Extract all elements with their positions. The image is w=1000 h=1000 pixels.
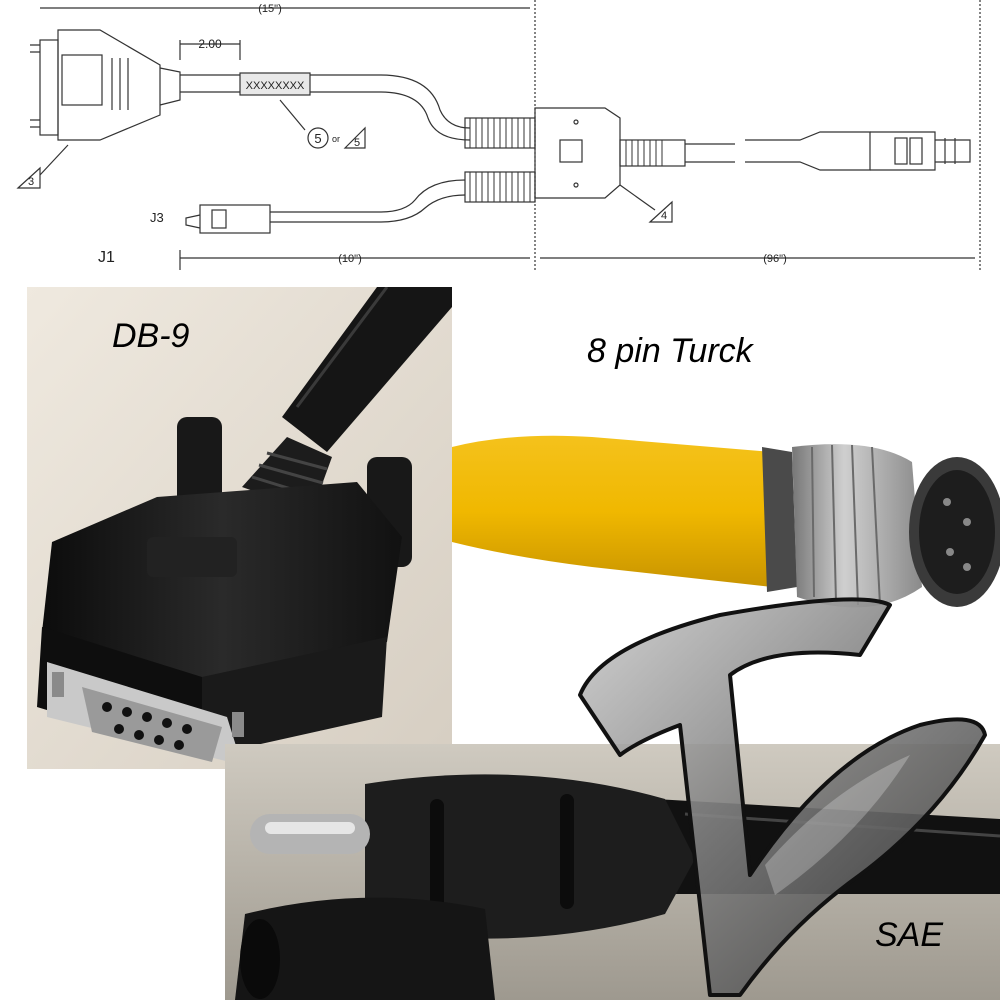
brand-logo <box>578 597 987 997</box>
callout-4-number: 4 <box>661 210 667 222</box>
dimension-overall-label: (15") <box>258 3 281 15</box>
j1-label: J1 <box>98 249 115 266</box>
j3-plug-drawing <box>199 204 271 234</box>
db9-shell-drawing <box>39 39 59 136</box>
callout-3-number: 3 <box>28 176 34 188</box>
db9-hood-drawing <box>57 29 161 141</box>
db9-connector-photo: DB-9 <box>27 287 452 769</box>
db9-caption: DB-9 <box>112 317 190 355</box>
callout-5-number: 5 <box>314 131 321 146</box>
db9-connector-illustration <box>27 287 452 769</box>
sae-connector-illustration <box>225 744 1000 1000</box>
dimension-label-length: 2.00 <box>198 37 222 51</box>
dimension-j3-leg-label: (10") <box>338 253 361 265</box>
callout-circle-5 <box>307 127 329 149</box>
sae-caption: SAE <box>875 916 944 954</box>
callout-triangle-5 <box>343 126 366 149</box>
turck-connector-illustration <box>452 287 1000 647</box>
callout-triangle-3 <box>16 166 41 189</box>
splitter-drawing <box>464 107 686 203</box>
cable-assembly-drawing: (15") 2.00 XXXXXXXX 5 or 5 3 4 J3 J1 (10… <box>16 0 981 270</box>
cable-label-placeholder: XXXXXXXX <box>246 80 305 92</box>
j3-label: J3 <box>150 210 164 225</box>
callout-or-text: or <box>332 134 340 144</box>
callout-triangle-4 <box>648 200 673 223</box>
turck-caption: 8 pin Turck <box>587 332 753 370</box>
turck-connector-drawing <box>745 131 871 171</box>
dimension-main-cable-label: (96") <box>763 253 786 265</box>
callout-5-triangle-number: 5 <box>354 137 360 149</box>
turck-connector-photo: 8 pin Turck <box>452 287 1000 647</box>
